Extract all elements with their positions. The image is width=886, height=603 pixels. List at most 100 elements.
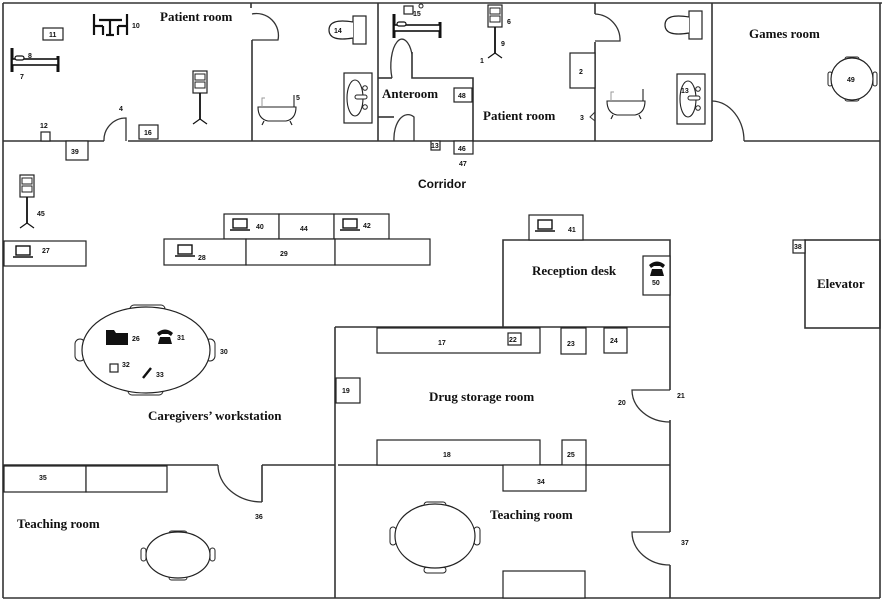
label-4: 4 — [119, 106, 123, 113]
desk-29 — [245, 238, 336, 266]
bathroom-1: 14 5 — [257, 15, 373, 126]
label-21: 21 — [677, 393, 685, 400]
item-46 — [453, 140, 474, 155]
desk-40 — [223, 213, 280, 240]
room-label-caregivers-workstation: Caregivers’ workstation — [148, 408, 282, 423]
label-5: 5 — [296, 95, 300, 102]
bed-icon — [10, 46, 60, 74]
label-22: 22 — [509, 337, 517, 344]
item-16 — [138, 124, 159, 140]
label-42: 42 — [363, 223, 371, 230]
laptop-icon — [174, 244, 196, 257]
cabinet-empty — [85, 465, 168, 493]
desk-empty — [334, 238, 431, 266]
item-38 — [792, 239, 806, 254]
table-chairs-icon — [92, 14, 129, 37]
label-47: 47 — [459, 161, 467, 168]
label-49: 49 — [847, 77, 855, 84]
cabinet-bottom — [502, 570, 586, 599]
label-13b: 13 — [431, 143, 439, 150]
room-label-patient-room-2: Patient room — [483, 108, 555, 123]
oval-table-30 — [81, 306, 211, 394]
label-27: 27 — [42, 248, 50, 255]
label-8: 8 — [28, 53, 32, 60]
label-20: 20 — [618, 400, 626, 407]
label-7: 7 — [20, 74, 24, 81]
iv-stand-icon — [192, 70, 208, 125]
bathtub-icon — [257, 94, 297, 126]
label-25: 25 — [567, 452, 575, 459]
label-38: 38 — [794, 244, 802, 251]
label-29: 29 — [280, 251, 288, 258]
sink-icon — [343, 72, 373, 124]
label-9: 9 — [501, 41, 505, 48]
item-13b — [430, 140, 441, 151]
label-13: 13 — [681, 88, 689, 95]
desk-44 — [278, 213, 335, 240]
label-30: 30 — [220, 349, 228, 356]
label-15: 15 — [413, 11, 421, 18]
desk-42 — [333, 213, 390, 240]
label-45: 45 — [37, 211, 45, 218]
patient-room-2: 15 6 9 1 2 3 48 13 46 47 — [392, 3, 596, 168]
laptop-icon — [229, 218, 251, 231]
label-35: 35 — [39, 475, 47, 482]
iv-stand-icon — [19, 174, 35, 229]
teaching-room-1: 35 36 — [3, 465, 263, 581]
item-15 — [403, 5, 414, 15]
corridor: 45 27 40 44 42 28 29 41 50 38 — [3, 174, 806, 296]
room-label-corridor: Corridor — [418, 177, 466, 191]
toilet-icon — [664, 10, 703, 40]
laptop-icon — [339, 218, 361, 231]
laptop-icon — [534, 219, 556, 232]
cabinet-34 — [502, 464, 587, 492]
room-label-anteroom: Anteroom — [382, 86, 438, 101]
label-1: 1 — [480, 58, 484, 65]
label-41: 41 — [568, 227, 576, 234]
label-23: 23 — [567, 341, 575, 348]
cabinet-18 — [376, 439, 541, 466]
label-16: 16 — [144, 130, 152, 137]
label-26: 26 — [132, 336, 140, 343]
label-11: 11 — [49, 32, 57, 39]
iv-stand-icon — [487, 4, 503, 59]
room-label-teaching-room-1: Teaching room — [17, 516, 100, 531]
item-11 — [42, 27, 64, 41]
folder-icon — [106, 330, 128, 345]
item-19 — [335, 377, 361, 404]
item-12 — [40, 131, 51, 142]
item-23 — [560, 327, 587, 355]
room-label-elevator: Elevator — [817, 276, 865, 291]
label-3: 3 — [580, 115, 584, 122]
room-label-teaching-room-2: Teaching room — [490, 507, 573, 522]
label-33: 33 — [156, 372, 164, 379]
label-10: 10 — [132, 23, 140, 30]
room-label-drug-storage-room: Drug storage room — [429, 389, 534, 404]
label-14: 14 — [334, 28, 342, 35]
doors — [103, 12, 745, 566]
cabinet-35 — [3, 465, 87, 493]
round-table — [830, 57, 874, 101]
label-32: 32 — [122, 362, 130, 369]
label-46: 46 — [458, 146, 466, 153]
room-label-reception-desk: Reception desk — [532, 263, 617, 278]
teaching-room-2: 34 37 — [389, 464, 689, 599]
bathroom-2: 13 — [606, 10, 706, 125]
label-50: 50 — [652, 280, 660, 287]
patient-room-1: 8 7 11 10 4 12 16 39 — [10, 14, 208, 161]
item-2 — [569, 52, 596, 89]
label-44: 44 — [300, 226, 308, 233]
label-17: 17 — [438, 340, 446, 347]
label-36: 36 — [255, 514, 263, 521]
label-18: 18 — [443, 452, 451, 459]
item-24 — [603, 327, 628, 354]
oval-table — [145, 531, 211, 579]
label-31: 31 — [177, 335, 185, 342]
label-6: 6 — [507, 19, 511, 26]
laptop-icon — [12, 245, 34, 258]
label-28: 28 — [198, 255, 206, 262]
sink-icon — [676, 73, 706, 125]
label-2: 2 — [579, 69, 583, 76]
label-40: 40 — [256, 224, 264, 231]
